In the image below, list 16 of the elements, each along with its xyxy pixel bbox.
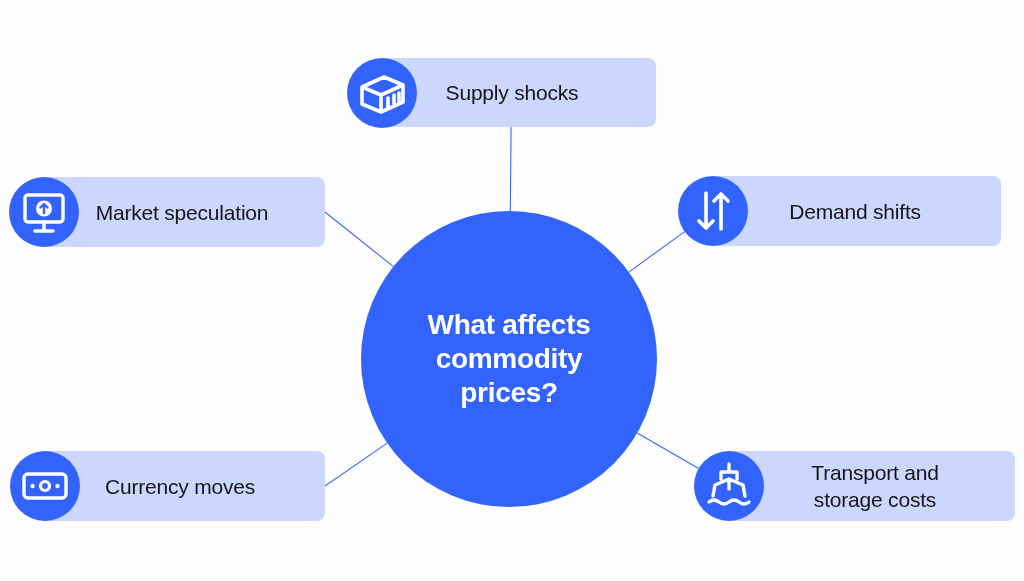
factor-box (9, 177, 325, 247)
connector-line (324, 442, 388, 487)
connector-line (509, 126, 512, 212)
connector-line (628, 231, 686, 273)
node-label: What affects commodity prices? (426, 308, 592, 410)
node-label: Demand shifts (789, 198, 921, 225)
connector-line (324, 211, 394, 268)
factor-box (347, 58, 656, 127)
factor-box (10, 451, 325, 521)
node-label: Market speculation (95, 199, 269, 226)
node-label: Supply shocks (445, 80, 579, 106)
factor-box (694, 451, 1015, 521)
node-label: Transport and storage costs (810, 460, 940, 513)
node-label: Currency moves (104, 473, 256, 500)
connector-line (636, 432, 700, 470)
factor-box (678, 176, 1001, 246)
